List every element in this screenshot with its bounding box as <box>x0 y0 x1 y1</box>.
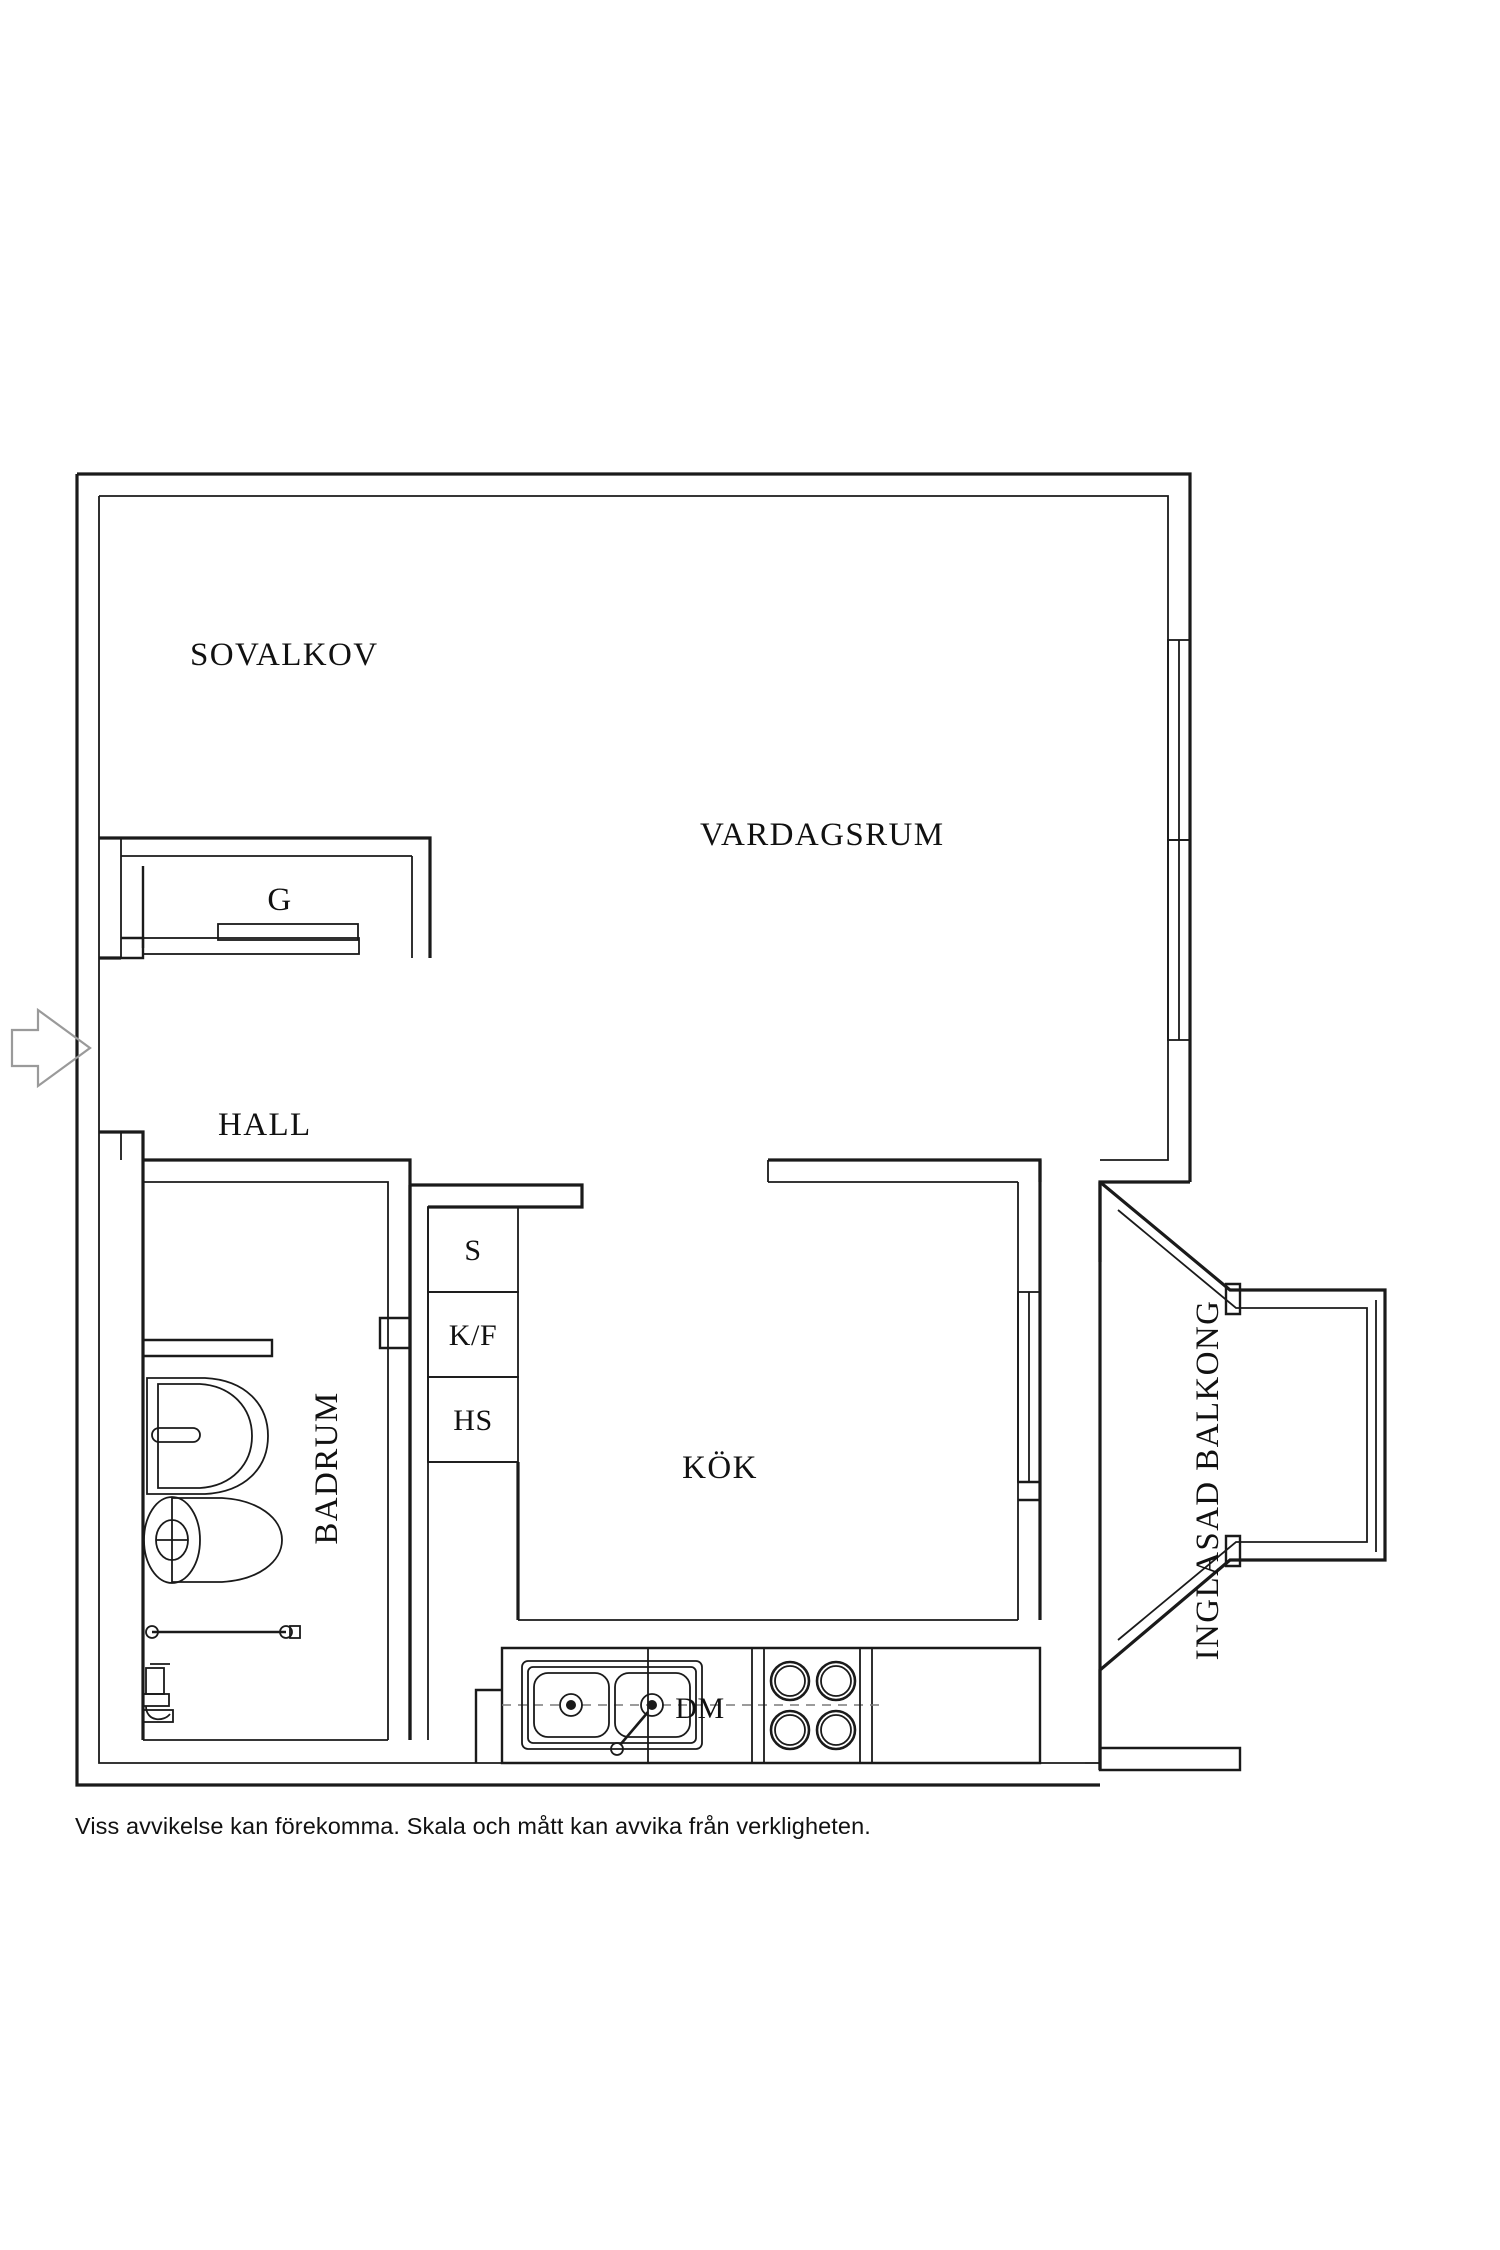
living-room-window-lower <box>1167 839 1191 1041</box>
disclaimer-caption: Viss avvikelse kan förekomma. Skala och … <box>75 1813 871 1839</box>
entrance-arrow <box>10 1007 92 1089</box>
hall-walls <box>99 956 274 1358</box>
appliance-label-skafferi: S <box>464 1234 481 1267</box>
sovalkov-partition <box>99 836 432 958</box>
kitchen-balcony-door <box>1017 1291 1042 1502</box>
balkong-walls <box>1085 1180 1387 1772</box>
kitchen-cabinet-stack <box>378 1183 584 1740</box>
garderob-closet <box>121 866 360 960</box>
shower-mixer-tap <box>142 1663 174 1723</box>
room-label-sovalkov: SOVALKOV <box>190 637 378 673</box>
room-label-hall: HALL <box>218 1107 312 1143</box>
appliance-label-diskmaskin: DM <box>675 1692 725 1725</box>
room-label-badrum: BADRUM <box>309 1391 345 1544</box>
room-label-balkong: INGLASAD BALKONG <box>1190 1300 1226 1661</box>
appliance-label-hogskap: HS <box>453 1404 493 1437</box>
closet-label-garderob: G <box>267 882 292 918</box>
living-room-window-upper <box>1167 639 1191 841</box>
room-label-kok: KÖK <box>682 1450 758 1486</box>
room-label-vardagsrum: VARDAGSRUM <box>700 817 944 853</box>
bathroom-sink <box>146 1377 269 1495</box>
badrum-walls <box>141 1158 412 1741</box>
vardagsrum-kok-partition <box>767 1158 1042 1183</box>
shower-curtain-rail <box>145 1625 301 1639</box>
kok-walls <box>428 1182 1042 1621</box>
double-basin-sink <box>521 1660 703 1756</box>
toilet <box>143 1496 283 1584</box>
four-burner-cooktop <box>763 1647 861 1764</box>
appliance-label-kyl-frys: K/F <box>449 1319 498 1352</box>
